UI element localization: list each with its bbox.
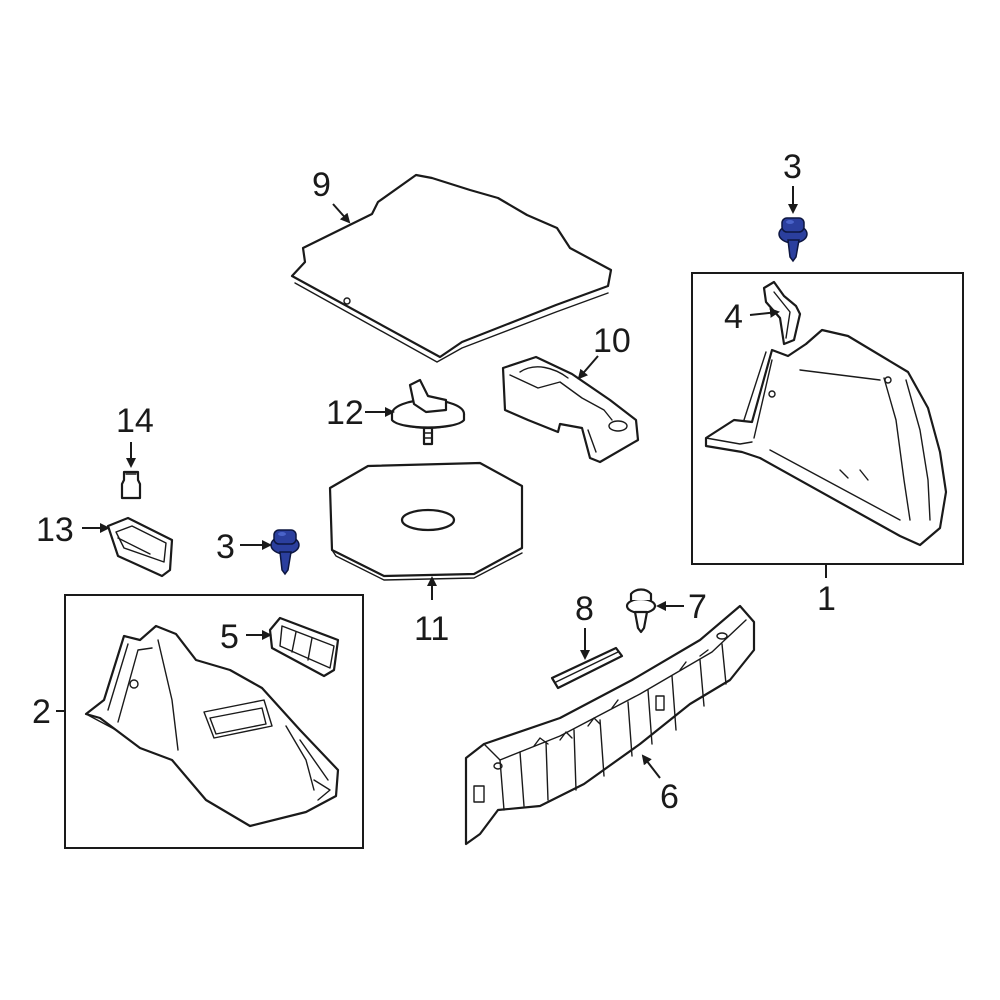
callout-3-top-label: 3 (783, 148, 802, 186)
callout-12-label: 12 (326, 394, 364, 432)
callout-6-label: 6 (660, 778, 679, 816)
leader-6 (641, 754, 661, 779)
box-part-1 (691, 272, 964, 565)
part-3-clip-top[interactable] (778, 217, 808, 263)
callout-5: 5 (220, 618, 272, 656)
callout-3-top: 3 (783, 148, 802, 214)
callout-7-label: 7 (688, 588, 707, 626)
callout-13-label: 13 (36, 511, 74, 549)
leader-9 (332, 203, 351, 224)
part-12-wing-nut[interactable] (390, 378, 466, 446)
callout-4-label: 4 (724, 298, 743, 336)
callout-14-label: 14 (116, 402, 154, 440)
callout-14: 14 (116, 402, 154, 468)
callout-10-label: 10 (593, 322, 631, 360)
leader-4 (749, 307, 780, 318)
part-3-clip-left[interactable] (270, 529, 300, 576)
callout-2: 2 (32, 693, 65, 731)
part-11-tire-cover[interactable] (328, 461, 524, 581)
part-9-trunk-mat[interactable] (290, 173, 613, 363)
callout-10: 10 (577, 322, 631, 380)
part-14-bulb[interactable] (120, 470, 142, 500)
callout-1-label: 1 (817, 580, 836, 618)
callout-9-label: 9 (312, 166, 331, 204)
part-10-foam-tray[interactable] (501, 355, 640, 464)
callout-2-label: 2 (32, 693, 51, 731)
callout-12: 12 (326, 394, 395, 432)
callout-8-label: 8 (575, 590, 594, 628)
callout-5-label: 5 (220, 618, 239, 656)
part-2-left-trim[interactable] (84, 624, 340, 828)
callout-3-left: 3 (216, 528, 272, 566)
part-6-sill-trim[interactable] (464, 604, 756, 846)
callout-7: 7 (656, 588, 707, 626)
leader-10 (577, 355, 599, 380)
part-13-lamp-housing[interactable] (106, 516, 174, 578)
part-8-strip[interactable] (550, 646, 624, 690)
callout-9: 9 (312, 166, 351, 224)
callout-3-left-label: 3 (216, 528, 235, 566)
callout-1: 1 (817, 564, 836, 618)
part-5-vent[interactable] (268, 616, 340, 678)
part-7-push-clip[interactable] (625, 588, 657, 634)
callout-11: 11 (414, 576, 449, 648)
part-1-right-trim[interactable] (704, 328, 948, 547)
box-part-2 (64, 594, 364, 849)
callout-6: 6 (641, 754, 679, 816)
callout-11-label: 11 (414, 610, 449, 648)
callout-8: 8 (575, 590, 594, 660)
callout-4: 4 (724, 298, 780, 336)
callout-13: 13 (36, 511, 110, 549)
